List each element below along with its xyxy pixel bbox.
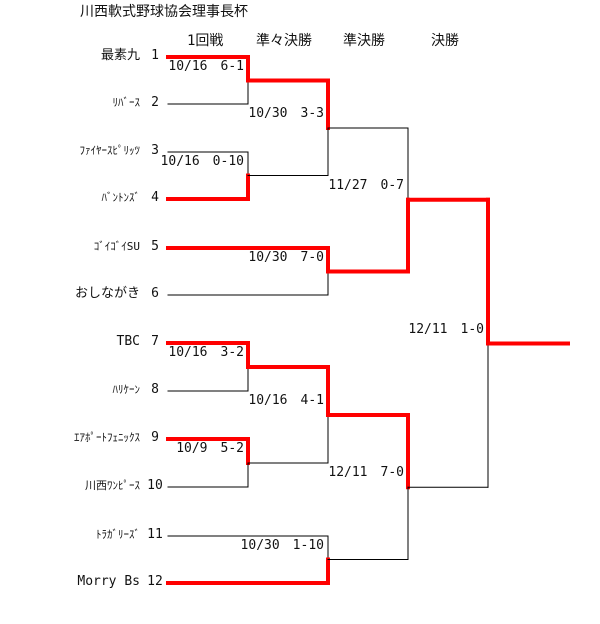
round-label-final: 決勝: [431, 33, 459, 49]
team-seed: 4: [151, 190, 159, 205]
round-label-semifinal: 準決勝: [343, 33, 385, 49]
team-seed: 5: [151, 239, 159, 254]
match-score-label: 10/16 3-2: [168, 345, 244, 360]
team-name: 川西ﾜﾝﾋﾟｰｽ: [85, 479, 140, 492]
round-label-first: 1回戦: [187, 33, 224, 49]
team-seed: 9: [151, 430, 159, 445]
bracket-title: 川西軟式野球協会理事長杯: [80, 4, 248, 20]
match-score-label: 10/16 0-10: [160, 153, 244, 169]
team-name: TBC: [116, 334, 140, 349]
team-name: ｺﾞｲｺﾞｲSU: [93, 240, 140, 253]
team-seed: 12: [147, 574, 163, 589]
team-seed: 7: [151, 334, 159, 349]
team-seed: 1: [151, 48, 159, 63]
team-name: Morry Bs: [77, 574, 140, 589]
match-score-label: 11/27 0-7: [328, 177, 404, 193]
team-name: ﾄﾗｶﾞﾘｰｽﾞ: [96, 528, 140, 541]
team-name: おしながき: [74, 286, 140, 301]
team-name: ﾊﾘｹｰﾝ: [112, 383, 141, 396]
team-seed: 10: [147, 478, 163, 493]
match-score-label: 10/30 3-3: [248, 106, 324, 121]
match-score-label: 10/30 7-0: [248, 249, 324, 265]
team-name: ﾘﾊﾞｰｽ: [112, 96, 141, 109]
team-seed: 8: [151, 382, 159, 397]
team-name: ﾊﾞﾝﾄﾝｽﾞ: [101, 191, 141, 204]
match-score-label: 10/9 5-2: [176, 441, 244, 456]
round-label-quarterfinal: 準々決勝: [256, 33, 312, 49]
match-score-label: 12/11 1-0: [408, 321, 484, 337]
match-score-label: 10/30 1-10: [240, 537, 324, 553]
match-score-label: 10/16 6-1: [168, 58, 244, 74]
team-name: 最素九: [100, 48, 140, 63]
team-seed: 11: [147, 527, 163, 542]
team-name: ﾌｧｲﾔｰｽﾋﾟﾘｯﾂ: [79, 144, 141, 157]
team-seed: 3: [151, 143, 159, 158]
team-seed: 6: [151, 286, 159, 301]
team-seed: 2: [151, 95, 159, 110]
match-score-label: 12/11 7-0: [328, 465, 404, 481]
match-score-label: 10/16 4-1: [248, 393, 324, 408]
team-name: ｴｱﾎﾟｰﾄﾌｪﾆｯｸｽ: [74, 431, 140, 444]
